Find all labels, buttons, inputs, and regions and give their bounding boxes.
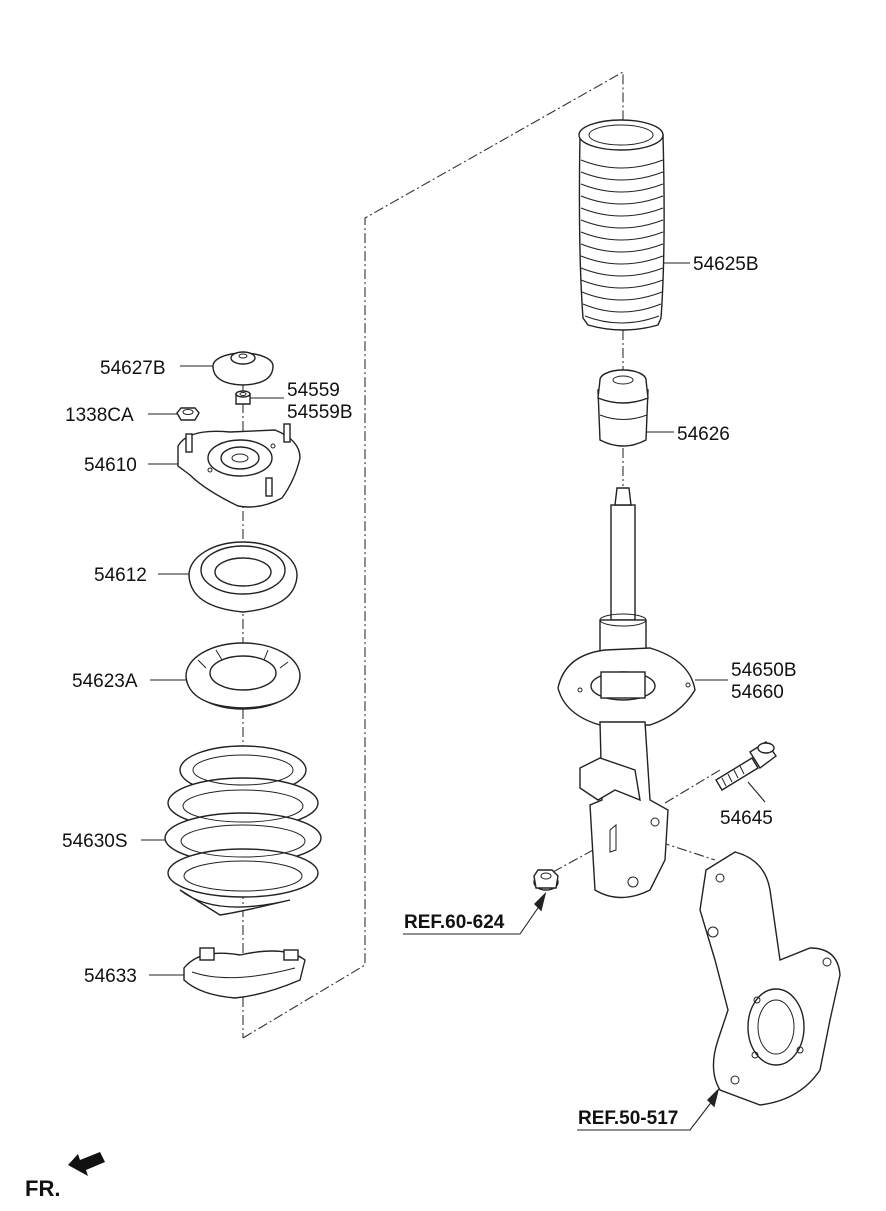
spring-pad-54623a xyxy=(185,642,301,710)
strut-assembly-54650b xyxy=(557,487,696,899)
label-54612: 54612 xyxy=(94,565,147,586)
label-1338ca: 1338CA xyxy=(65,405,134,426)
strut-mount-54610 xyxy=(177,423,301,508)
label-ref-50-517: REF.50-517 xyxy=(578,1108,678,1129)
dust-boot-54625b xyxy=(578,119,665,331)
label-54610: 54610 xyxy=(84,455,137,476)
label-54626: 54626 xyxy=(677,424,730,445)
front-direction-marker: FR. xyxy=(25,1152,105,1201)
label-54650b: 54650B xyxy=(731,660,797,681)
coil-spring-54630s xyxy=(164,745,322,916)
leader-lines xyxy=(141,262,766,1131)
front-arrow-icon xyxy=(68,1152,105,1176)
strut-cap-54627b xyxy=(212,351,274,386)
bolt-54645 xyxy=(715,741,777,791)
label-54559b: 54559B xyxy=(287,402,353,423)
nut-54559 xyxy=(235,390,251,405)
label-ref-60-624: REF.60-624 xyxy=(404,912,505,933)
label-fr: FR. xyxy=(25,1176,60,1201)
label-54633: 54633 xyxy=(84,966,137,987)
label-54660: 54660 xyxy=(731,682,784,703)
label-54627b: 54627B xyxy=(100,358,166,379)
bump-stop-54626 xyxy=(597,369,649,447)
label-54625b: 54625B xyxy=(693,254,759,275)
lower-spring-pad-54633 xyxy=(183,947,306,999)
bearing-54612 xyxy=(188,541,298,613)
steering-knuckle-ref50 xyxy=(699,851,841,1106)
label-54630s: 54630S xyxy=(62,831,128,852)
label-54559: 54559 xyxy=(287,380,340,401)
label-54645: 54645 xyxy=(720,808,773,829)
nut-1338ca xyxy=(176,407,200,421)
label-54623a: 54623A xyxy=(72,671,138,692)
flange-nut-ref60 xyxy=(533,869,559,891)
